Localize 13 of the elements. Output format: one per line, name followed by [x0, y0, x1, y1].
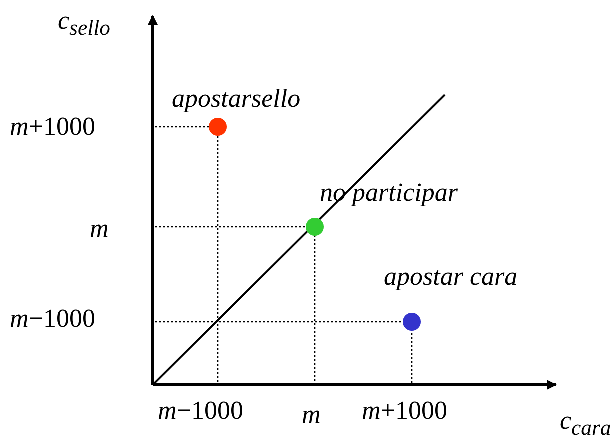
tick-label: m−1000	[158, 398, 244, 424]
data-point	[306, 218, 324, 236]
point-label: apostar cara	[384, 264, 518, 290]
tick-label: m	[90, 216, 109, 242]
data-point	[209, 118, 227, 136]
point-label: apostarsello	[172, 86, 301, 112]
tick-label: m−1000	[10, 306, 96, 332]
tick-label: m+1000	[10, 114, 96, 140]
data-point	[403, 313, 421, 331]
axis-label: c$_{cara}$	[560, 408, 612, 436]
tick-label: m+1000	[362, 398, 448, 424]
axis-label: c$_{sello}$	[58, 8, 110, 40]
tick-label: m	[302, 402, 321, 428]
